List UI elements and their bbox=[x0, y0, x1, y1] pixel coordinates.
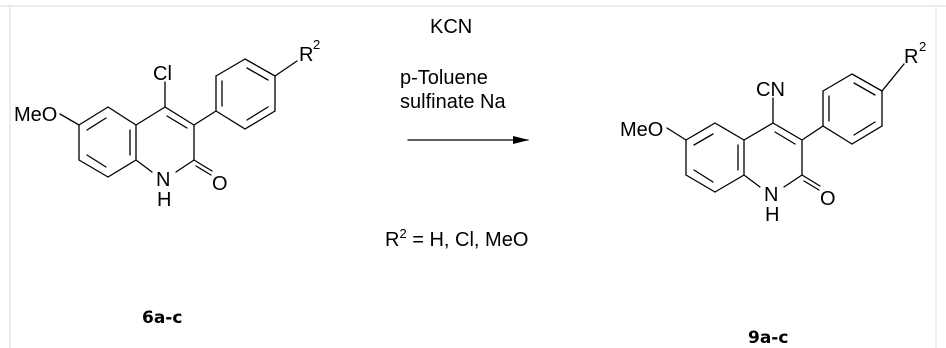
reaction-arrow bbox=[407, 136, 529, 144]
reagent-p-toluene: p-Toluene bbox=[400, 67, 488, 89]
product-r2-bond bbox=[881, 63, 905, 92]
reaction-conditions: KCN p-Toluene sulfinate Na R2 = H, Cl, M… bbox=[385, 16, 529, 251]
reactant-o-label: O bbox=[212, 173, 228, 195]
product-carbonyl-bond-2 bbox=[803, 180, 820, 191]
product-structure: CN MeO R 2 N H O bbox=[620, 39, 926, 226]
product-h-label: H bbox=[765, 204, 779, 226]
product-aryl-link-bond bbox=[801, 125, 824, 141]
reactant-compound-label: 6a-c bbox=[142, 308, 182, 328]
product-r-superscript: 2 bbox=[919, 39, 926, 54]
product-benzo-ring bbox=[685, 122, 745, 193]
reactant-benzo-ring bbox=[78, 106, 137, 178]
reactant-carbonyl-bond bbox=[193, 159, 213, 172]
reactant-pyridinone-ring bbox=[135, 106, 195, 173]
product-compound-label: 9a-c bbox=[748, 328, 788, 348]
reactant-h-label: H bbox=[157, 189, 171, 211]
reactant-cl-label: Cl bbox=[153, 63, 172, 85]
reactant-r-label: R bbox=[299, 44, 313, 66]
reactant-structure: Cl MeO R 2 N H O bbox=[14, 37, 320, 211]
product-phenyl-ring bbox=[822, 73, 883, 145]
reactant-phenyl-ring bbox=[215, 58, 276, 130]
reactant-meo-label: MeO bbox=[14, 104, 57, 126]
product-c-ome-bond bbox=[666, 127, 687, 141]
reactant-aryl-link-bond bbox=[193, 110, 217, 126]
reactant-r2-bond bbox=[274, 60, 298, 77]
reactant-c-ome-bond bbox=[59, 113, 80, 126]
product-o-label: O bbox=[820, 188, 836, 210]
reactant-n-label: N bbox=[156, 169, 170, 191]
product-carbonyl-bond bbox=[801, 174, 821, 187]
product-cn-label: CN bbox=[756, 79, 785, 101]
product-n-label: N bbox=[764, 184, 778, 206]
reactant-carbonyl-bond-2 bbox=[195, 165, 212, 176]
reagent-kcn: KCN bbox=[430, 16, 472, 38]
product-r-label: R bbox=[904, 46, 918, 68]
r2-definition: R2 = H, Cl, MeO bbox=[385, 226, 528, 251]
reagent-sulfinate-na: sulfinate Na bbox=[400, 91, 506, 113]
reactant-r-superscript: 2 bbox=[313, 37, 320, 52]
product-meo-label: MeO bbox=[620, 119, 663, 141]
product-pyridinone-ring bbox=[743, 122, 803, 188]
